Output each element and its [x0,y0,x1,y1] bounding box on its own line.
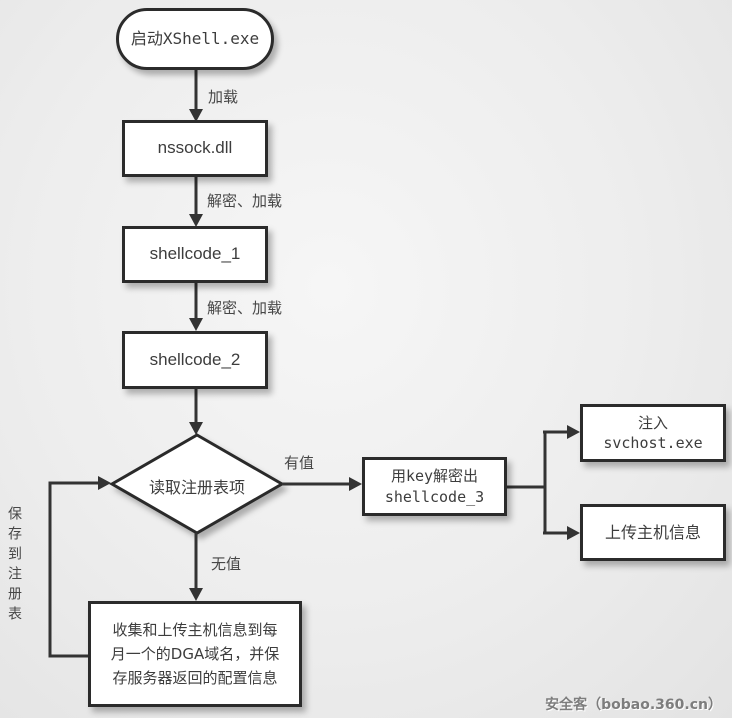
node-collect-dga: 收集和上传主机信息到每 月一个的DGA域名，并保 存服务器返回的配置信息 [88,601,302,707]
edge-label-decrypt-load-1: 解密、加载 [207,192,283,210]
node-nssock-dll: nssock.dll [122,120,268,177]
node-collect-line2: 月一个的DGA域名，并保 [110,645,280,663]
arrowhead-sc2-decision [189,422,203,435]
arrowhead-feedback-decision [98,476,111,490]
edge-collect-decision-feedback [48,481,98,658]
node-upload-label: 上传主机信息 [604,522,701,542]
node-start-label: 启动XShell.exe [130,29,260,49]
node-collect-line3: 存服务器返回的配置信息 [112,669,278,687]
edge-label-load: 加载 [208,88,239,106]
node-decrypt-shellcode-3: 用key解密出 shellcode_3 [362,457,507,516]
node-inject-line1: 注入 [637,413,668,432]
node-decision-label: 读取注册表项 [148,478,245,497]
node-shellcode-1-label: shellcode_1 [149,244,241,264]
node-decrypt3-line2: shellcode_3 [384,487,485,506]
arrowhead-junction-upload [567,526,580,540]
arrowhead-decision-collect [189,588,203,601]
node-upload-host-info: 上传主机信息 [580,504,726,561]
node-inject-svchost: 注入 svchost.exe [580,404,726,462]
node-inject-line2: svchost.exe [603,434,703,452]
node-decrypt3-line1: 用key解密出 [390,467,479,486]
arrowhead-decision-decrypt3 [349,477,362,491]
node-shellcode-1: shellcode_1 [122,226,268,283]
node-shellcode-2-label: shellcode_2 [149,349,241,369]
edge-label-save-to-registry: 保存到注册表 [6,506,22,626]
watermark-anquanke: 安全客（bobao.360.cn） [545,697,722,713]
edge-label-decrypt-load-2: 解密、加载 [207,299,283,317]
arrowhead-start-nssock [189,109,203,122]
arrowhead-junction-inject [567,425,580,439]
arrowhead-nssock-sc1 [189,214,203,227]
node-start-xshell: 启动XShell.exe [116,8,274,70]
arrowhead-sc1-sc2 [189,318,203,331]
edge-label-has-value: 有值 [284,454,315,472]
edge-label-no-value: 无值 [211,555,242,573]
node-nssock-label: nssock.dll [157,138,233,158]
node-collect-line1: 收集和上传主机信息到每 [112,621,278,639]
node-shellcode-2: shellcode_2 [122,331,268,389]
